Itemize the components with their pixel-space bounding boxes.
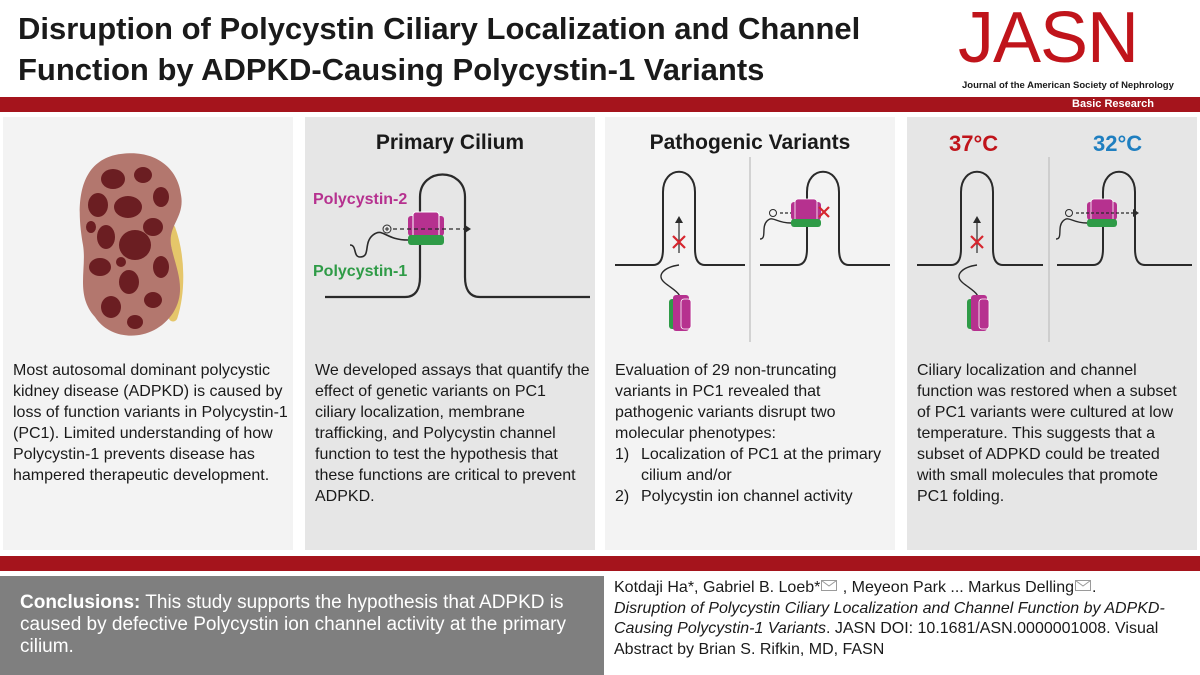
blocked-x-icon [970, 235, 984, 249]
bottom-divider-bar [0, 556, 1200, 571]
journal-name: Journal of the American Society of Nephr… [962, 80, 1174, 91]
polycystin-1-channel [408, 235, 444, 245]
intro-text: Most autosomal dominant polycystic kidne… [13, 362, 288, 484]
findings-intro: Evaluation of 29 non-truncating variants… [615, 362, 837, 442]
panel-heading: Primary Cilium [375, 131, 525, 154]
polycystin-1-label: Polycystin-1 [313, 263, 408, 280]
jasn-logo: JASN [958, 0, 1139, 78]
list-item: 1) Localization of PC1 at the primary cil… [615, 444, 890, 486]
conclusion-label: Conclusions: [20, 592, 141, 613]
citation-article-title: Disruption of Polycystin Ciliary Localiz… [614, 599, 1165, 638]
title-line-2: Function by ADPKD-Causing Polycystin-1 V… [18, 52, 765, 87]
blocked-x-icon [818, 206, 830, 218]
top-divider-bar [0, 97, 1200, 112]
pathogenic-variants-diagram [615, 157, 890, 342]
panel-background: Most autosomal dominant polycystic kidne… [3, 117, 293, 550]
mail-icon [1074, 580, 1091, 592]
panel-background: Primary Cilium Polycystin-2 Polycystin-1… [305, 117, 595, 550]
list-item: 2) Polycystin ion channel activity [615, 486, 890, 507]
phenotype-list: 1) Localization of PC1 at the primary cil… [615, 444, 890, 507]
panel-background: Pathogenic Variants Evaluation of 29 non… [605, 117, 895, 550]
citation-doi: . JASN DOI: 10.1681/ASN.0000001008. Visu… [614, 620, 1159, 658]
list-number: 1) [615, 446, 630, 463]
section-badge: Basic Research [1064, 97, 1188, 112]
list-text: Polycystin ion channel activity [641, 488, 853, 505]
temperature-32-heading: 32°C [1093, 131, 1143, 156]
primary-cilium-diagram [325, 173, 590, 299]
blocked-x-icon [672, 235, 686, 249]
title-line-1: Disruption of Polycystin Ciliary Localiz… [18, 11, 861, 46]
header: Disruption of Polycystin Ciliary Localiz… [0, 0, 1200, 96]
citation-authors-end: . [1091, 579, 1097, 596]
page-title: Disruption of Polycystin Ciliary Localiz… [18, 8, 938, 90]
temperature-37-heading: 37°C [949, 131, 999, 156]
panel-background: 37°C 32°C Ciliary localization and chann… [907, 117, 1197, 550]
list-number: 2) [615, 488, 630, 505]
methods-text: We developed assays that quantify the ef… [315, 362, 590, 505]
citation-authors-a: Kotdaji Ha*, Gabriel B. Loeb* [614, 579, 821, 596]
citation-authors-b: , Meyeon Park ... Markus Delling [838, 579, 1074, 596]
mail-icon [821, 580, 838, 592]
conclusion-text: This study supports the hypothesis that … [20, 592, 566, 657]
temperature-rescue-diagram [917, 157, 1192, 342]
polycystin-2-label: Polycystin-2 [313, 191, 408, 208]
list-text: Localization of PC1 at the primary ciliu… [641, 446, 882, 484]
citation: Kotdaji Ha*, Gabriel B. Loeb* , Meyeon P… [614, 578, 1194, 660]
rescue-text: Ciliary localization and channel functio… [917, 362, 1177, 505]
conclusion-box: Conclusions: This study supports the hyp… [0, 576, 604, 675]
kidney-icon [79, 153, 184, 336]
panel-heading: Pathogenic Variants [649, 131, 851, 154]
findings-text: Evaluation of 29 non-truncating variants… [615, 360, 890, 507]
